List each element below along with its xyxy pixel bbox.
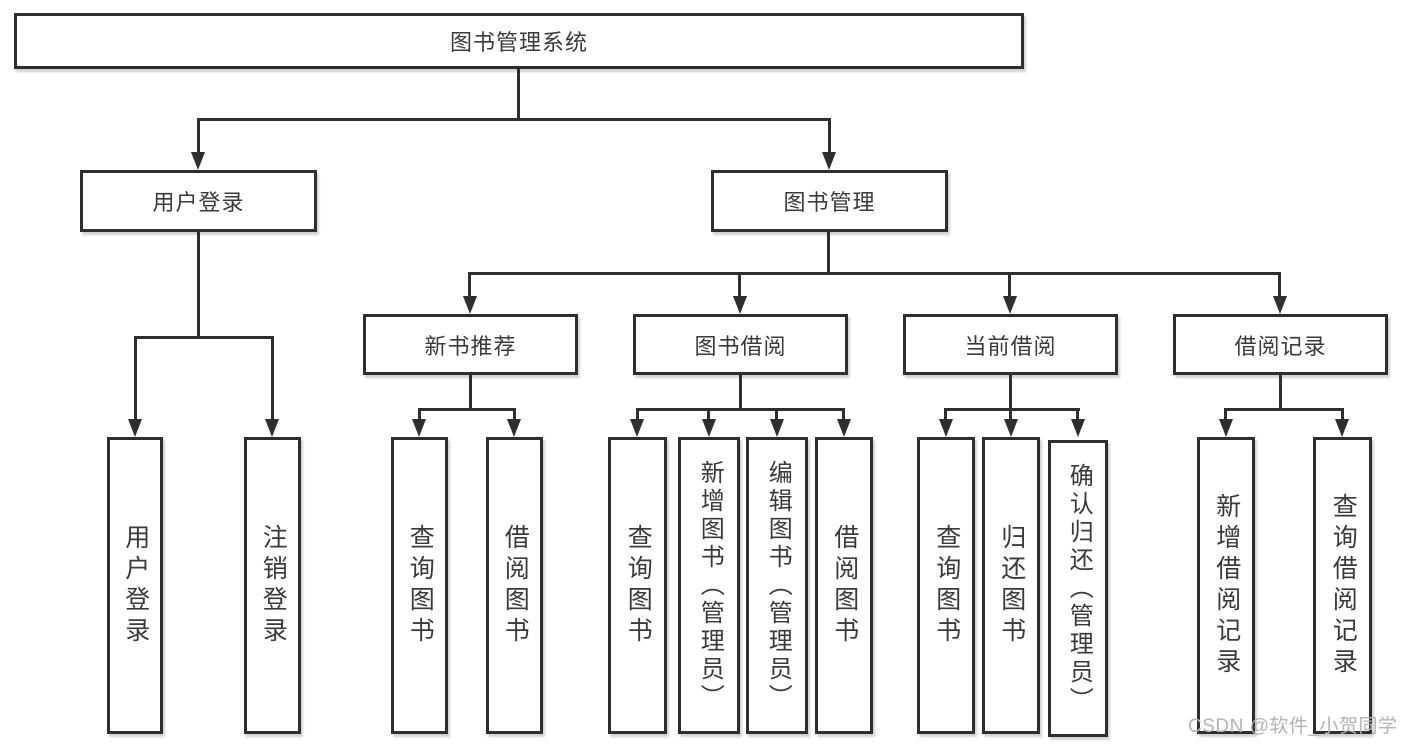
connector-line xyxy=(468,272,1281,275)
node-new-book-recommendation-label: 新书推荐 xyxy=(424,333,517,359)
connector-line xyxy=(197,118,200,154)
node-borrowing-records: 借阅记录 xyxy=(1173,314,1388,375)
arrow-down-icon xyxy=(939,419,953,437)
leaf-query-books-borrowing: 查询图书 xyxy=(608,437,667,734)
connector-line xyxy=(1278,272,1281,298)
leaf-logout-login-label: 注销登录 xyxy=(259,523,288,648)
leaf-confirm-return-admin: 确认归还（管理员） xyxy=(1048,440,1108,737)
arrow-down-icon xyxy=(733,296,747,314)
connector-line xyxy=(1279,375,1282,411)
connector-line xyxy=(827,232,830,275)
node-new-book-recommendation: 新书推荐 xyxy=(363,314,578,375)
connector-line xyxy=(134,336,137,419)
leaf-borrow-books-recommend: 借阅图书 xyxy=(486,437,543,734)
leaf-return-books-label: 归还图书 xyxy=(997,523,1026,648)
arrow-down-icon xyxy=(702,419,716,437)
arrow-down-icon xyxy=(412,419,426,437)
connector-line xyxy=(469,375,472,411)
arrow-down-icon xyxy=(265,419,279,437)
arrow-down-icon xyxy=(1273,296,1287,314)
node-current-borrowing-label: 当前借阅 xyxy=(964,333,1057,359)
node-borrowing-records-label: 借阅记录 xyxy=(1234,333,1327,359)
node-user-login: 用户登录 xyxy=(80,170,317,232)
connector-line xyxy=(842,408,845,419)
leaf-borrow-books-borrowing: 借阅图书 xyxy=(815,437,873,734)
connector-line xyxy=(1008,272,1011,298)
connector-line xyxy=(1009,408,1012,419)
connector-line xyxy=(197,118,831,121)
arrow-down-icon xyxy=(1071,419,1085,437)
leaf-add-borrowing-record: 新增借阅记录 xyxy=(1197,437,1255,734)
connector-line xyxy=(707,408,710,419)
connector-line xyxy=(944,408,1080,411)
connector-line xyxy=(1076,408,1079,419)
arrow-down-icon xyxy=(822,152,836,170)
leaf-query-books-current: 查询图书 xyxy=(917,437,975,734)
leaf-user-login-label: 用户登录 xyxy=(121,523,150,648)
connector-line xyxy=(944,408,947,419)
arrow-down-icon xyxy=(770,419,784,437)
connector-line xyxy=(1224,408,1227,419)
arrow-down-icon xyxy=(837,419,851,437)
node-library-system-label: 图书管理系统 xyxy=(449,30,588,55)
leaf-query-borrowing-record: 查询借阅记录 xyxy=(1313,437,1372,734)
arrow-down-icon xyxy=(191,152,205,170)
connector-line xyxy=(1341,408,1344,419)
leaf-query-books-recommend: 查询图书 xyxy=(391,437,448,734)
connector-line xyxy=(636,408,845,411)
connector-line xyxy=(517,69,520,121)
node-book-management-label: 图书管理 xyxy=(783,190,876,215)
leaf-query-books-borrowing-label: 查询图书 xyxy=(624,523,653,648)
arrow-down-icon xyxy=(1003,296,1017,314)
node-current-borrowing: 当前借阅 xyxy=(903,314,1118,375)
connector-line xyxy=(775,408,778,419)
connector-line xyxy=(197,232,200,339)
connector-line xyxy=(513,408,516,419)
connector-line xyxy=(271,336,274,419)
leaf-edit-books-admin-label: 编辑图书（管理员） xyxy=(764,459,792,712)
node-book-borrowing-label: 图书借阅 xyxy=(694,333,787,359)
leaf-edit-books-admin: 编辑图书（管理员） xyxy=(746,437,808,734)
connector-line xyxy=(468,272,471,298)
arrow-down-icon xyxy=(1004,419,1018,437)
leaf-logout-login: 注销登录 xyxy=(244,437,301,734)
connector-line xyxy=(636,408,639,419)
leaf-borrow-books-borrowing-label: 借阅图书 xyxy=(830,523,859,648)
leaf-borrow-books-recommend-label: 借阅图书 xyxy=(501,523,530,648)
leaf-add-books-admin: 新增图书（管理员） xyxy=(678,437,740,734)
connector-line xyxy=(1009,375,1012,411)
arrow-down-icon xyxy=(1335,419,1349,437)
arrow-down-icon xyxy=(507,419,521,437)
node-user-login-label: 用户登录 xyxy=(152,190,245,215)
node-library-system: 图书管理系统 xyxy=(14,13,1024,69)
connector-line xyxy=(828,118,831,154)
leaf-query-borrowing-record-label: 查询借阅记录 xyxy=(1329,492,1358,679)
arrow-down-icon xyxy=(1219,419,1233,437)
connector-line xyxy=(418,408,421,419)
node-book-management: 图书管理 xyxy=(711,170,948,232)
leaf-return-books: 归还图书 xyxy=(982,437,1040,734)
connector-line xyxy=(739,375,742,411)
leaf-confirm-return-admin-label: 确认归还（管理员） xyxy=(1065,462,1093,715)
arrow-down-icon xyxy=(630,419,644,437)
leaf-add-borrowing-record-label: 新增借阅记录 xyxy=(1212,492,1241,679)
leaf-user-login: 用户登录 xyxy=(107,437,163,734)
watermark-text: CSDN @软件_小贺同学 xyxy=(1188,716,1398,737)
node-book-borrowing: 图书借阅 xyxy=(633,314,848,375)
connector-line xyxy=(1224,408,1344,411)
arrow-down-icon xyxy=(463,296,477,314)
connector-line xyxy=(134,336,274,339)
leaf-query-books-current-label: 查询图书 xyxy=(932,523,961,648)
arrow-down-icon xyxy=(128,419,142,437)
connector-line xyxy=(418,408,516,411)
leaf-query-books-recommend-label: 查询图书 xyxy=(406,523,435,648)
connector-line xyxy=(738,272,741,298)
leaf-add-books-admin-label: 新增图书（管理员） xyxy=(696,459,724,712)
